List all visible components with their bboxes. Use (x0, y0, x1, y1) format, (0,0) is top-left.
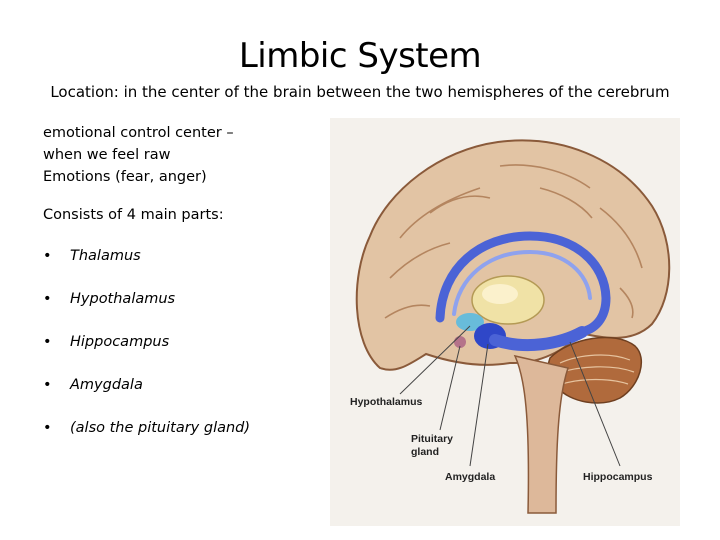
description: emotional control center – when we feel … (43, 122, 303, 188)
gyri-lines (384, 164, 643, 319)
brainstem (513, 354, 569, 514)
hypothalamus-region (456, 313, 484, 331)
label-hippocampus: Hippocampus (583, 471, 653, 483)
list-item-label: Hippocampus (70, 334, 170, 350)
brain-diagram (355, 139, 671, 514)
bullet: • (43, 291, 52, 307)
slide-subtitle: Location: in the center of the brain bet… (50, 83, 670, 101)
description-line: Emotions (fear, anger) (43, 169, 207, 185)
bullet: • (43, 334, 52, 350)
bullet: • (43, 377, 52, 393)
hippocampus-shape (489, 326, 588, 351)
slide-title: Limbic System (238, 36, 482, 76)
consists-label: Consists of 4 main parts: (43, 207, 224, 223)
brain-illustration: Hypothalamus Pituitary gland Amygdala Hi… (330, 118, 680, 526)
description-line: when we feel raw (43, 147, 171, 163)
bullet: • (43, 248, 52, 264)
list-item: • Hippocampus (43, 334, 250, 377)
list-item-label: Amygdala (70, 377, 143, 393)
list-item-label: Hypothalamus (70, 291, 176, 307)
label-pituitary-gland: Pituitary gland (411, 433, 453, 459)
cingulate-arc (435, 231, 611, 337)
label-hypothalamus: Hypothalamus (350, 396, 423, 408)
list-item: • Hypothalamus (43, 291, 250, 334)
label-pituitary-line: Pituitary (411, 433, 454, 445)
label-pituitary-line: gland (411, 446, 439, 458)
label-amygdala: Amygdala (445, 471, 496, 483)
description-line: emotional control center – (43, 125, 234, 141)
list-item-label: Thalamus (70, 248, 141, 264)
label-leaders (399, 325, 621, 467)
list-item: • Amygdala (43, 377, 250, 420)
list-item-label: (also the pituitary gland) (70, 420, 251, 436)
bullet: • (43, 420, 52, 436)
list-item: • Thalamus (43, 248, 250, 291)
parts-list: • Thalamus • Hypothalamus • Hippocampus • Am… (43, 248, 250, 463)
list-item: • (also the pituitary gland) (43, 420, 250, 463)
